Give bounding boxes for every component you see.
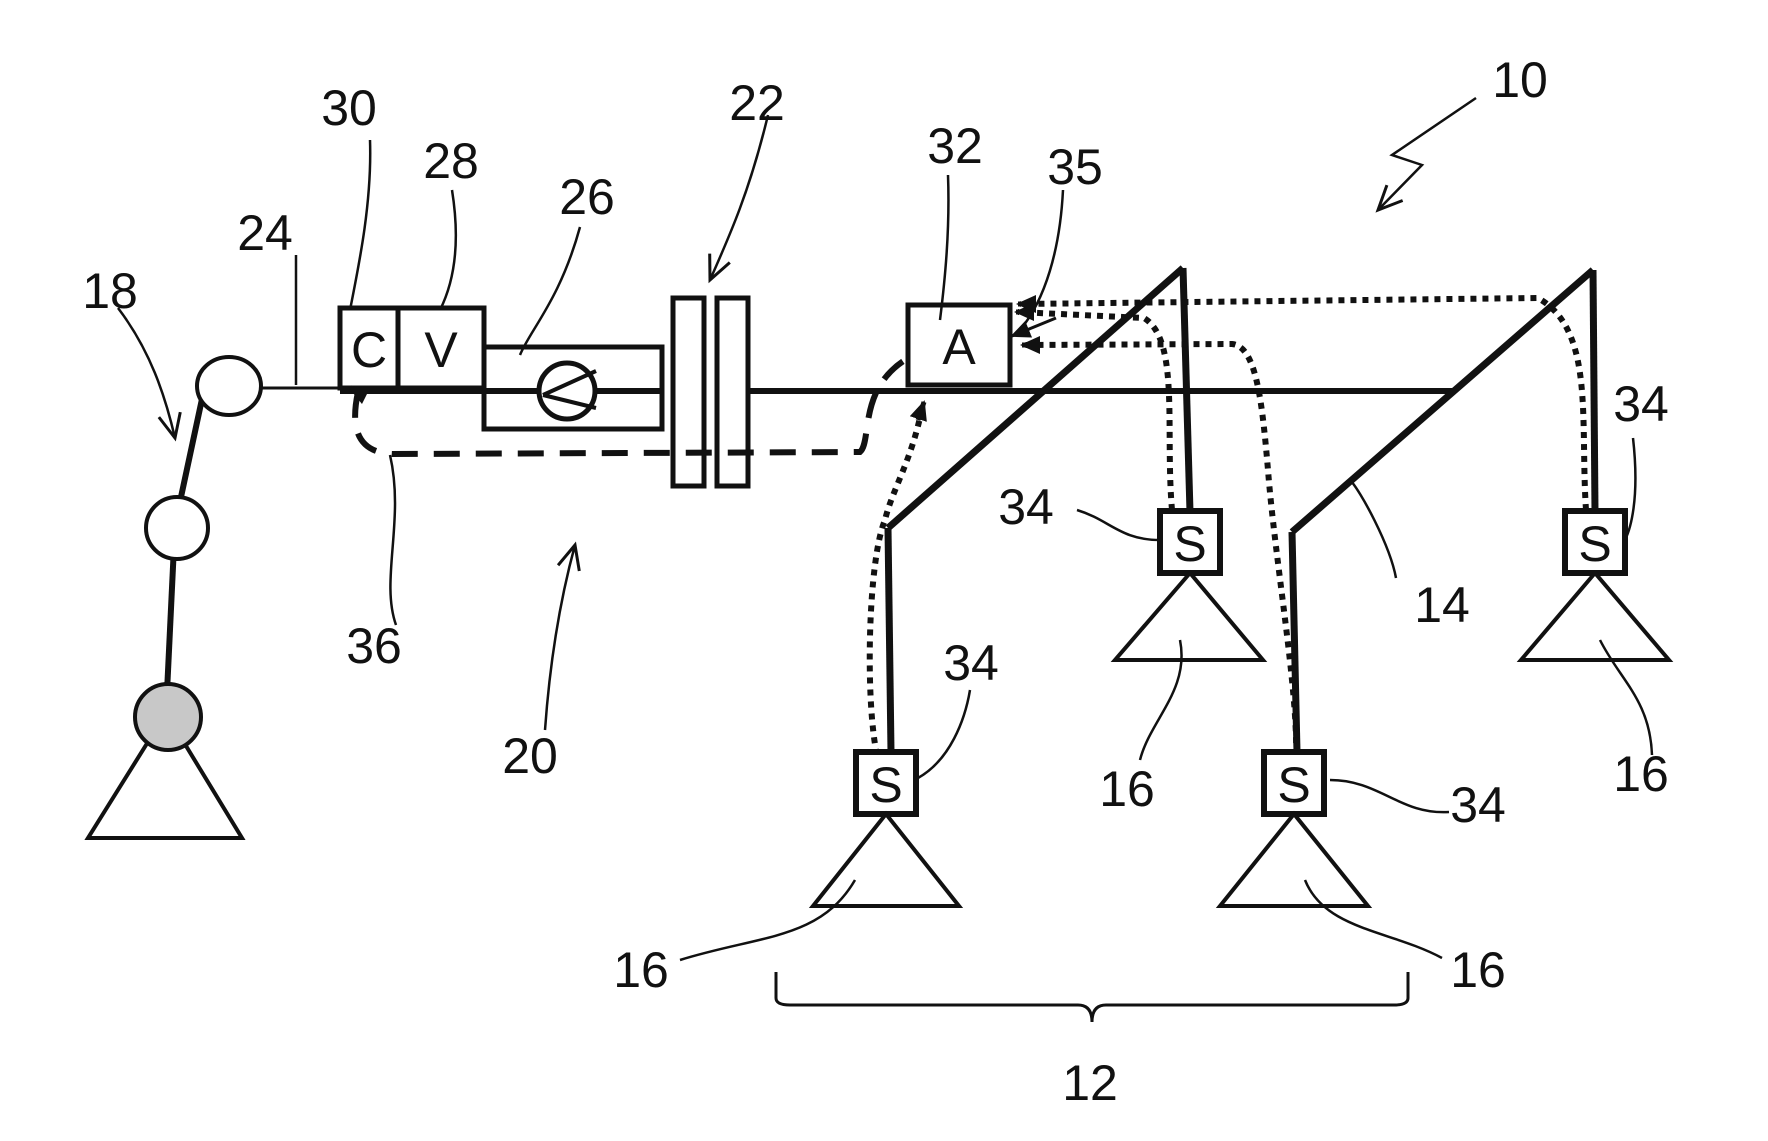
leader-pump — [520, 227, 580, 355]
ref-group: 12 — [1062, 1055, 1118, 1111]
leader-support-fourth — [1600, 640, 1652, 755]
ref-support-fourth: 16 — [1613, 746, 1669, 802]
ref-support-second: 16 — [1099, 761, 1155, 817]
support-triangle-third — [1220, 814, 1368, 906]
ref-controller: 30 — [321, 80, 377, 136]
leader-valve — [440, 190, 456, 310]
coupling — [673, 298, 748, 486]
ref-coupling: 22 — [729, 75, 785, 131]
frame-leg-first — [888, 528, 891, 752]
leader-controller — [350, 140, 370, 310]
coupling-plate-right — [717, 298, 748, 486]
ref-support-first: 16 — [613, 942, 669, 998]
leader-system — [1378, 98, 1476, 210]
ref-valve: 28 — [423, 133, 479, 189]
sensor-unit-third: S — [1220, 752, 1368, 906]
sensor-unit-first: S — [813, 752, 959, 906]
leader-path-arrow — [545, 545, 575, 730]
ref-arm: 18 — [82, 263, 138, 319]
sensor-letter-fourth: S — [1578, 516, 1611, 572]
ref-frame: 14 — [1414, 577, 1470, 633]
ref-sensor-third: 34 — [1450, 777, 1506, 833]
ref-analyzer: 32 — [927, 118, 983, 174]
analyzer-letter: A — [942, 319, 976, 375]
ref-sensor-first: 34 — [943, 635, 999, 691]
leader-support-first — [680, 880, 855, 960]
sensor-letter-third: S — [1277, 757, 1310, 813]
ref-path-arrow: 20 — [502, 728, 558, 784]
arm-joint-middle — [146, 497, 208, 559]
controller-letter: C — [351, 322, 387, 378]
sensor-unit-second: S — [1115, 511, 1263, 660]
signal-arrow-first — [918, 402, 924, 420]
sensor-letter-second: S — [1173, 516, 1206, 572]
ref-pump: 26 — [559, 169, 615, 225]
ref-system: 10 — [1492, 52, 1548, 108]
support-triangle-fourth — [1521, 573, 1669, 660]
leader-sensor-first — [918, 690, 970, 778]
ref-line: 24 — [237, 205, 293, 261]
signal-from-sensor-first — [870, 408, 922, 755]
ref-feedback-line: 36 — [346, 618, 402, 674]
controller-box: C — [340, 308, 398, 388]
leader-sensor-second — [1077, 510, 1160, 540]
leader-analyzer — [940, 175, 948, 320]
coupling-plate-left — [673, 298, 704, 486]
ref-support-third: 16 — [1450, 942, 1506, 998]
arm-joint-base — [135, 684, 201, 750]
frame-leg-fourth — [1593, 270, 1595, 512]
valve-letter: V — [424, 322, 458, 378]
signal-input-arrow — [1012, 318, 1056, 336]
support-triangle-first — [813, 814, 959, 906]
arm-joint-top — [197, 357, 261, 415]
leader-arm — [118, 308, 175, 438]
leader-coupling — [710, 115, 768, 280]
feedback-arrow-to-controller — [350, 388, 358, 392]
analyzer-box: A — [908, 305, 1010, 385]
leader-feedback-line — [390, 455, 396, 625]
valve-box: V — [398, 308, 484, 388]
leader-support-third — [1305, 880, 1442, 958]
leader-sensor-third — [1330, 780, 1449, 812]
leader-frame — [1350, 480, 1396, 578]
sensor-letter-first: S — [869, 757, 902, 813]
leader-signal-input — [1020, 190, 1063, 330]
frame-arm-second — [1292, 270, 1593, 532]
sensor-unit-fourth: S — [1521, 511, 1669, 660]
ref-sensor-fourth: 34 — [1613, 376, 1669, 432]
group-brace — [776, 972, 1408, 1022]
support-triangle-second — [1115, 573, 1263, 660]
arm — [88, 385, 242, 838]
pump — [484, 347, 662, 429]
ref-sensor-second: 34 — [998, 479, 1054, 535]
ref-signal-input: 35 — [1047, 139, 1103, 195]
signal-from-sensor-fourth — [1020, 298, 1586, 510]
